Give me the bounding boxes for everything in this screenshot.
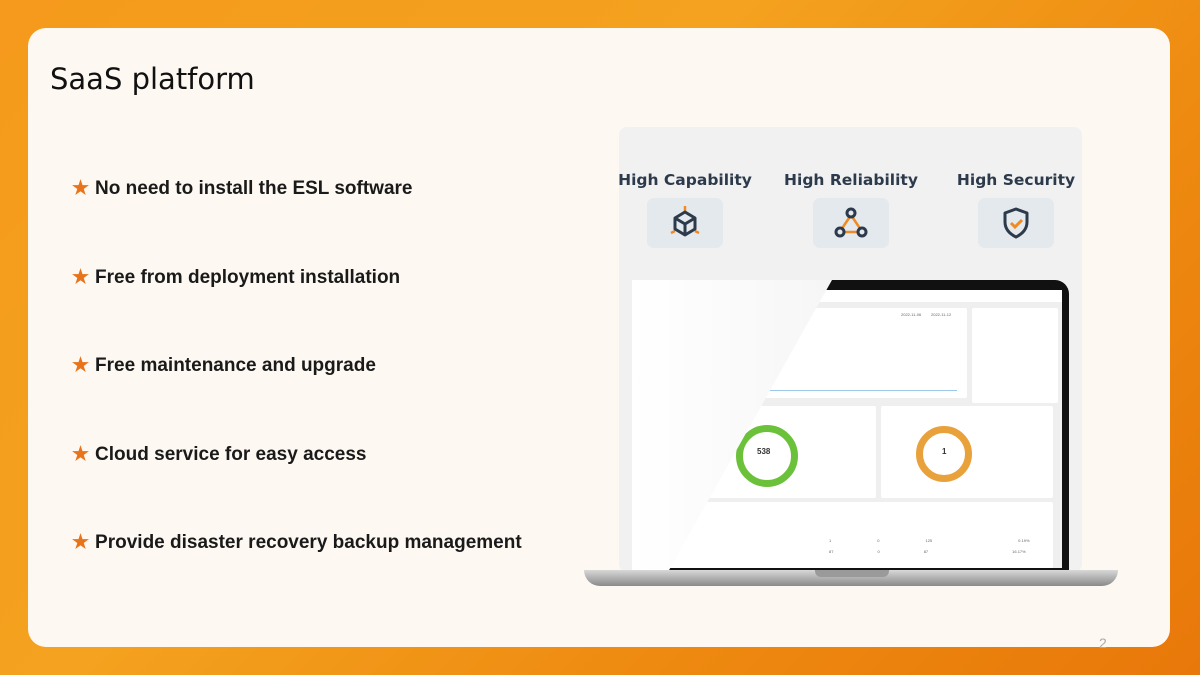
bullet-text: No need to install the ESL software [95, 178, 413, 199]
network-triangle-icon [813, 198, 889, 248]
date-to: 2022-11-12 [931, 312, 952, 317]
bullet-item: ★Free from deployment installation [72, 266, 400, 289]
bullet-item: ★No need to install the ESL software [72, 177, 412, 200]
feature-label: High Capability [618, 171, 752, 189]
bullet-item: ★Provide disaster recovery backup manage… [72, 531, 522, 554]
star-icon: ★ [72, 355, 90, 376]
bullet-item: ★Cloud service for easy access [72, 443, 366, 466]
bullet-text: Provide disaster recovery backup managem… [95, 532, 522, 553]
date-from: 2022-11-06 [901, 312, 922, 317]
slide-title: SaaS platform [50, 62, 255, 96]
bullet-text: Free from deployment installation [95, 267, 401, 288]
bullet-text: Free maintenance and upgrade [95, 355, 376, 376]
laptop-base [584, 570, 1118, 586]
star-icon: ★ [72, 267, 90, 288]
star-icon: ★ [72, 178, 90, 199]
bullet-item: ★Free maintenance and upgrade [72, 354, 376, 377]
star-icon: ★ [72, 444, 90, 465]
donut-chart [736, 425, 798, 487]
star-icon: ★ [72, 532, 90, 553]
donut-chart [916, 426, 972, 482]
donut1-value: 538 [757, 447, 771, 456]
feature-label: High Reliability [784, 171, 918, 189]
feature-label: High Security [956, 171, 1076, 189]
cube-icon [647, 198, 723, 248]
laptop-notch [815, 570, 889, 577]
shield-check-icon [978, 198, 1054, 248]
donut2-value: 1 [942, 447, 947, 456]
bullet-text: Cloud service for easy access [95, 444, 367, 465]
page-number: 2 [1099, 635, 1107, 651]
